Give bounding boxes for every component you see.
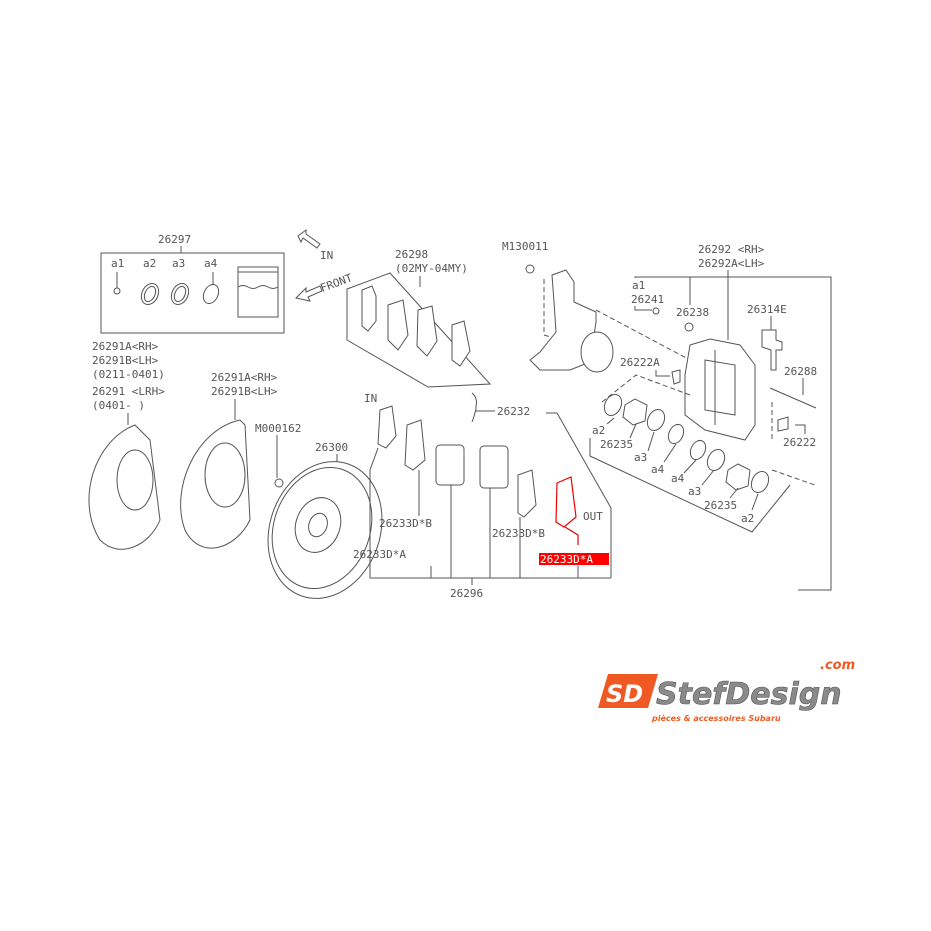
label-shim-b-out: 26233D*B: [492, 527, 545, 540]
label-piston-r-a4: a4: [671, 472, 685, 485]
kit-box-26297: [100, 246, 285, 334]
steering-knuckle: [525, 264, 691, 373]
label-a1: a1: [111, 257, 124, 270]
label-26292a-lh: 26292A<LH>: [698, 257, 765, 270]
label-bp-left-1: 26291B<LH>: [92, 354, 159, 367]
label-piston-l-26235: 26235: [600, 438, 633, 451]
label-shim-a-in: 26233D*A: [353, 548, 406, 561]
front-arrow-icon: [294, 285, 323, 302]
stefdesign-logo: SD StefDesign .com pièces & accessoires …: [598, 658, 855, 723]
label-front-arrow: FRONT: [319, 271, 355, 295]
logo-brand: StefDesign: [656, 677, 842, 712]
label-26298-years: (02MY-04MY): [395, 262, 468, 275]
label-bp-left-4: (0401- ): [92, 399, 145, 412]
backing-plates: [88, 399, 251, 550]
logo-tld: .com: [820, 658, 855, 673]
highlight-box: [539, 553, 609, 565]
label-bleeder-kit-ref: a1: [632, 279, 645, 292]
label-26232: 26232: [497, 405, 530, 418]
label-26314e: 26314E: [747, 303, 787, 316]
pad-set-26298: [346, 272, 492, 388]
label-shim-a-out-highlighted[interactable]: 26233D*A: [540, 553, 593, 566]
highlighted-shim: [555, 476, 577, 528]
label-bp-left-3: 26291 <LRH>: [92, 385, 165, 398]
brake-rotor: [267, 461, 383, 599]
label-a3: a3: [172, 257, 185, 270]
label-26241: 26241: [631, 293, 664, 306]
label-bp-mid-0: 26291A<RH>: [211, 371, 278, 384]
label-26222: 26222: [783, 436, 816, 449]
label-bp-left-0: 26291A<RH>: [92, 340, 159, 353]
label-26300: 26300: [315, 441, 348, 454]
in-arrow-icon: [297, 229, 321, 249]
label-piston-l-a2: a2: [592, 424, 605, 437]
label-26297: 26297: [158, 233, 191, 246]
label-piston-l-a4: a4: [651, 463, 665, 476]
label-m130011: M130011: [502, 240, 548, 253]
label-in-arrow: IN: [320, 249, 333, 262]
label-piston-r-a3: a3: [688, 485, 701, 498]
caliper-body: [684, 338, 756, 441]
pistons-seals: [589, 393, 791, 533]
brake-pads: [377, 405, 579, 545]
label-piston-l-a3: a3: [634, 451, 647, 464]
label-pad-in: IN: [364, 392, 377, 405]
label-26288: 26288: [784, 365, 817, 378]
label-26292-rh: 26292 <RH>: [698, 243, 765, 256]
logo-tagline: pièces & accessoires Subaru: [651, 713, 781, 723]
label-a4: a4: [204, 257, 218, 270]
label-m000162: M000162: [255, 422, 301, 435]
label-bp-mid-1: 26291B<LH>: [211, 385, 278, 398]
label-piston-r-26235: 26235: [704, 499, 737, 512]
label-pad-out: OUT: [583, 510, 603, 523]
label-26296: 26296: [450, 587, 483, 600]
label-shim-b-in: 26233D*B: [379, 517, 432, 530]
label-26238: 26238: [676, 306, 709, 319]
label-26298: 26298: [395, 248, 428, 261]
label-26222a: 26222A: [620, 356, 660, 369]
label-bp-left-2: (0211-0401): [92, 368, 165, 381]
label-a2: a2: [143, 257, 156, 270]
label-piston-r-a2: a2: [741, 512, 754, 525]
logo-monogram: SD: [606, 680, 643, 708]
